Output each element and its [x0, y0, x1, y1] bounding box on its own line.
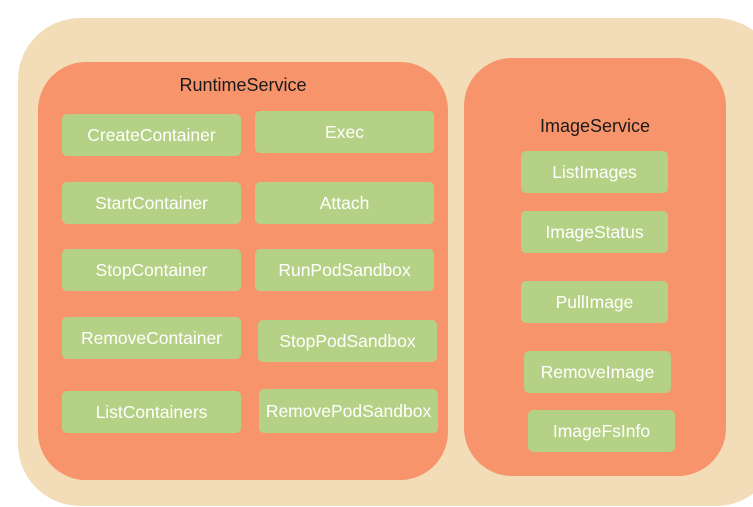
- runtime-service-title: RuntimeService: [179, 75, 307, 95]
- image-service-title: ImageService: [539, 116, 651, 136]
- method-remove-pod-sandbox: RemovePodSandbox: [259, 389, 438, 433]
- method-remove-container: RemoveContainer: [62, 317, 241, 359]
- method-run-pod-sandbox: RunPodSandbox: [255, 249, 434, 291]
- method-list-images: ListImages: [521, 151, 668, 193]
- method-list-containers: ListContainers: [62, 391, 241, 433]
- method-remove-image: RemoveImage: [524, 351, 671, 393]
- method-pull-image: PullImage: [521, 281, 668, 323]
- method-attach: Attach: [255, 182, 434, 224]
- method-exec: Exec: [255, 111, 434, 153]
- method-stop-container: StopContainer: [62, 249, 241, 291]
- method-start-container: StartContainer: [62, 182, 241, 224]
- method-image-fs-info: ImageFsInfo: [528, 410, 675, 452]
- method-stop-pod-sandbox: StopPodSandbox: [258, 320, 437, 362]
- method-image-status: ImageStatus: [521, 211, 668, 253]
- image-service-panel: ImageService: [464, 58, 726, 476]
- method-create-container: CreateContainer: [62, 114, 241, 156]
